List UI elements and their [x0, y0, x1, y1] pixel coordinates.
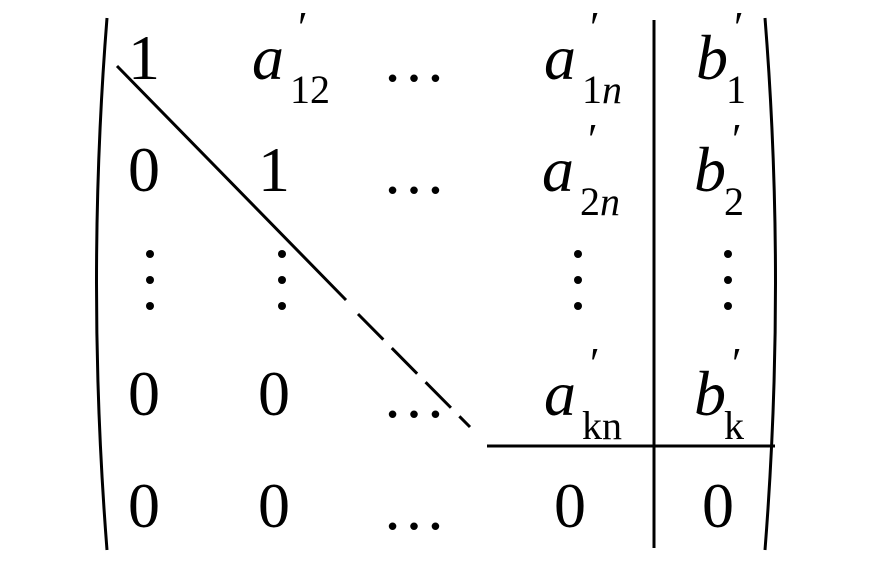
- r4c3-ellipsis: …: [382, 360, 450, 431]
- r4c4-base: a: [544, 358, 576, 429]
- r1c4-prime: ′: [590, 3, 600, 52]
- r2c4-base: a: [542, 134, 574, 205]
- r1c5-prime: ′: [734, 3, 744, 52]
- diagonal-solid-line: [115, 64, 348, 302]
- r2c4-entry: a ′ 2n: [542, 118, 620, 222]
- r2c5-base: b: [694, 134, 726, 205]
- r1c2-entry: a ′ 12: [252, 6, 330, 110]
- r3c4-vdots: [574, 250, 582, 314]
- r2c2-entry: 1: [258, 134, 290, 205]
- r4c5-base: b: [694, 358, 726, 429]
- r1c5-base: b: [696, 22, 728, 93]
- r3c5-vdots: [724, 250, 732, 314]
- r5c5-entry: 0: [702, 470, 734, 541]
- r5c3-ellipsis: …: [382, 472, 450, 543]
- r3c1-vdots: [146, 250, 154, 314]
- r1c5-subscript: 1: [726, 67, 746, 112]
- r2c4-sub-digit: 2: [580, 179, 600, 224]
- right-parenthesis: [763, 17, 777, 551]
- r3c2-vdots: [278, 250, 286, 314]
- r1c4-entry: a ′ 1n: [544, 6, 622, 110]
- r1c1-entry: 1: [128, 22, 160, 93]
- r4c2-entry: 0: [258, 358, 290, 429]
- r1c5-entry: b′ 1: [696, 6, 746, 110]
- r5c2-entry: 0: [258, 470, 290, 541]
- r1c2-subscript: 12: [290, 67, 330, 112]
- r1c2-prime: ′: [298, 3, 308, 52]
- r2c3-ellipsis: …: [382, 136, 450, 207]
- r5c4-entry: 0: [554, 470, 586, 541]
- r4c4-subscript: kn: [582, 403, 622, 448]
- r2c5-prime: ′: [732, 115, 742, 164]
- r4c5-entry: b′ k: [694, 342, 744, 446]
- r4c1-entry: 0: [128, 358, 160, 429]
- r1c4-base: a: [544, 22, 576, 93]
- r1c4-sub-digit: 1: [582, 67, 602, 112]
- r2c1-entry: 0: [128, 134, 160, 205]
- r1c2-base: a: [252, 22, 284, 93]
- r2c4-sub-letter: n: [600, 179, 620, 224]
- r4c5-subscript: k: [724, 403, 744, 448]
- r1c4-sub-letter: n: [602, 67, 622, 112]
- r2c4-subscript: 2n: [580, 182, 620, 222]
- r2c5-subscript: 2: [724, 179, 744, 224]
- r4c4-entry: a ′ kn: [544, 342, 622, 446]
- r1c3-ellipsis: …: [382, 24, 450, 95]
- r2c5-entry: b′ 2: [694, 118, 744, 222]
- r1c4-subscript: 1n: [582, 70, 622, 110]
- diagonal-dashed-line: [356, 312, 472, 429]
- left-parenthesis: [95, 17, 109, 551]
- r4c4-prime: ′: [590, 339, 600, 388]
- r5c1-entry: 0: [128, 470, 160, 541]
- r4c5-prime: ′: [732, 339, 742, 388]
- r2c4-prime: ′: [588, 115, 598, 164]
